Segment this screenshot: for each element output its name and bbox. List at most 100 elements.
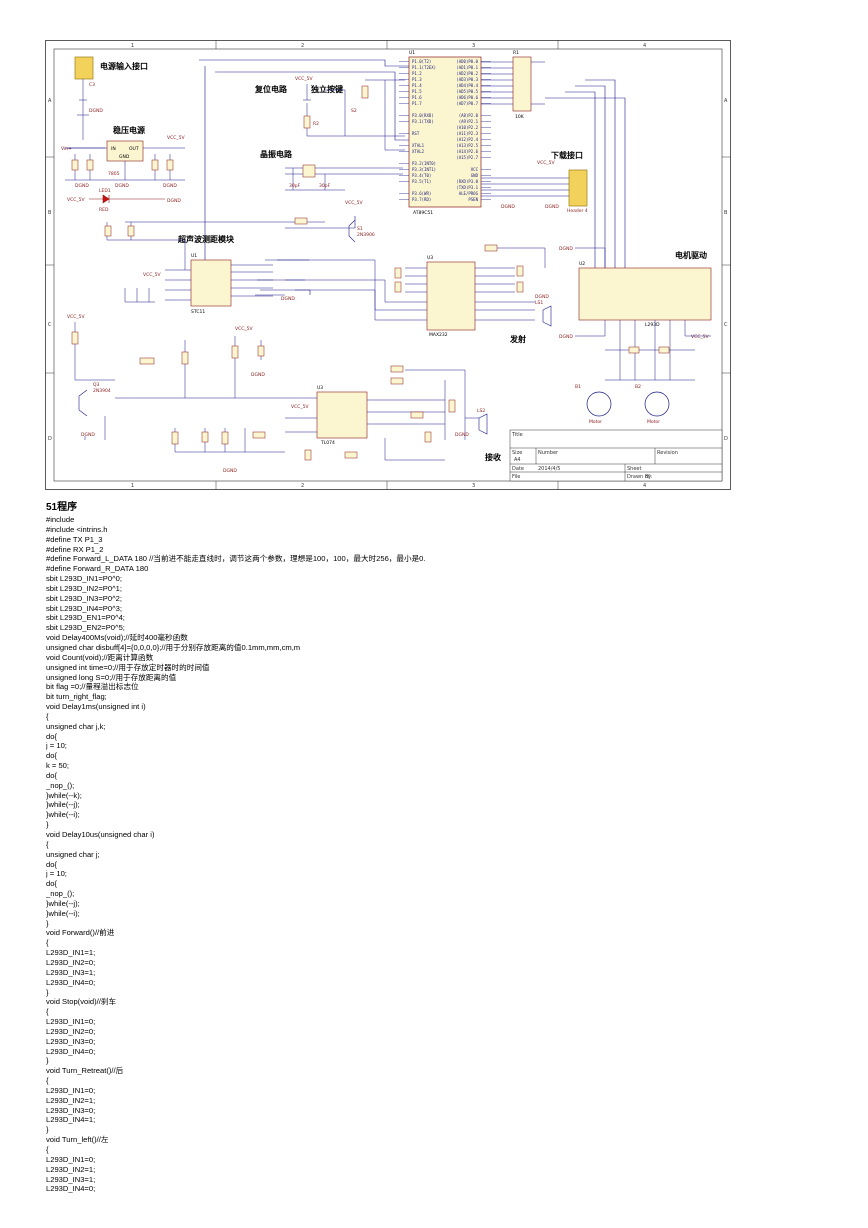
code-line: #define Forward_R_DATA 180 [46,564,149,574]
grid-row-d: D [48,436,52,442]
l293d-name: L293D [645,322,660,328]
code-line: void Delay400Ms(void);//延时400毫秒函数 [46,633,188,643]
code-line: } [46,1125,49,1135]
download-header [568,169,588,207]
code-line: bit flag =0;//量程溢出标志位 [46,682,139,692]
label-l293d-vcc: VCC_5V [691,334,709,340]
grid-row-a: A [48,98,52,104]
code-line: bit turn_right_flag; [46,692,107,702]
label-l293d-gnd1: DGND [559,246,573,252]
code-line: L293D_IN1=0; [46,1154,96,1164]
mcu-chip [408,56,482,208]
label-s1-name: 2N3906 [357,232,375,238]
code-line: do{ [46,879,57,889]
resistor-pack [512,56,532,112]
label-rx-gnd1: DGND [81,432,95,438]
speaker-ls1-symbol [542,305,552,327]
title-reset: 复位电路 [254,84,288,94]
mcu-pin-label: P1.5 [412,89,422,94]
code-line: } [46,918,49,928]
label-s1-ref: S1 [357,226,363,232]
grid-row-a-right: A [724,98,728,104]
max232-chip [426,261,476,331]
mcu-pin-label: RST [412,131,420,136]
mcu-pin-label: P1.7 [412,101,422,106]
code-line: L293D_IN4=0; [46,977,96,987]
label-l293d-gnd2: DGND [559,334,573,340]
transistor-s1-symbol [348,219,356,243]
mcu-pin-label: P3.3(INT1) [412,167,436,172]
mcu-pin-label: ALE/PROG [459,191,479,196]
stc11-chip [190,259,232,307]
code-line: L293D_IN2=1; [46,1164,96,1174]
tb-revision-label: Revision [657,450,678,456]
mcu-pin-label: XTAL1 [412,143,425,148]
tb-date-label: Date [512,466,524,472]
transistor-q3-symbol [78,389,88,417]
label-led-vcc: VCC_5V [67,197,85,203]
max232-wires [277,247,546,321]
label-rx-gnd3: DGND [251,372,265,378]
label-rx-gnd2: DGND [223,468,237,474]
title-download: 下载接口 [551,150,583,160]
regulator-pin-in: IN [111,146,116,152]
code-line: }while(--k); [46,790,82,800]
code-line: }while(--i); [46,810,80,820]
label-b1-ref: B1 [575,384,581,390]
tb-size-label: Size [512,450,522,456]
header-wires [481,177,569,197]
header-name: Header 4 [567,208,588,214]
code-line: L293D_IN3=0; [46,1036,96,1046]
regulator-caps [71,159,174,171]
mcu-pin-label: GND [471,173,479,178]
grid-col-2: 2 [301,43,304,49]
mcu-pin-label: (AD5)P0.5 [456,89,478,94]
schematic-drawing: 1 2 3 4 1 2 3 4 A B C D A B C D 电源输入接口 C… [45,40,731,490]
code-line: void Count(void);//距离计算函数 [46,652,154,662]
code-line: void Forward()//前进 [46,928,115,938]
mcu-pin-label: (A12)P2.4 [456,137,478,142]
tb-drawn-label: Drawn By: [627,474,653,480]
mcu-pin-label: (AD7)P0.7 [456,101,478,106]
program-listing: 51程序 #include#include <intrins.h#define … [46,498,826,1194]
code-line: unsigned char disbuff[4]={0,0,0,0};//用于分… [46,642,301,652]
code-line: void Stop(void)//刹车 [46,997,117,1007]
code-line: k = 50; [46,761,70,771]
tb-size-value: A4 [514,457,521,463]
code-line: void Delay1ms(unsigned int i) [46,702,146,712]
label-reg-gnd-2: DGND [115,183,129,189]
code-lines: #include#include <intrins.h#define TX P1… [46,515,826,1194]
mcu-pin-label: (RXD)P3.0 [456,179,478,184]
code-line: unsigned char j,k; [46,721,106,731]
tb-number-label: Number [538,450,559,456]
label-b2-name: Motor [647,419,660,425]
code-line: L293D_IN1=1; [46,948,96,958]
code-line: do{ [46,859,57,869]
mcu-pin-label: XTAL2 [412,149,425,154]
code-line: unsigned long S=0;//用于存放距离的值 [46,672,177,682]
label-reg-vcc: VCC_5V [167,135,185,141]
title-transmit: 发射 [509,334,526,344]
mcu-pin-label: (AD2)P0.2 [456,71,478,76]
grid-row-b: B [48,210,52,216]
title-regulator: 稳压电源 [113,125,145,135]
circuit-schematic: 1 2 3 4 1 2 3 4 A B C D A B C D 电源输入接口 C… [45,40,731,490]
mcu-pin-label: P3.5(T1) [412,179,431,184]
tb-sheet-label: Sheet [627,466,641,472]
mcu-pin-label: (AD6)P0.6 [456,95,478,100]
code-line: L293D_IN1=0; [46,1085,96,1095]
mcu-pin-label: P3.1(TXD) [412,119,434,124]
label-b1-name: Motor [589,419,602,425]
reset-resistor [303,115,311,129]
grid-row-c: C [48,322,52,328]
code-line: }while(--j); [46,800,80,810]
stc11-name: STC11 [191,309,205,315]
mcu-pin-label: (A13)P2.5 [456,143,478,148]
code-line: L293D_IN4=1; [46,1115,96,1125]
code-line: sbit L293D_EN1=P0^4; [46,613,125,623]
mcu-pin-label: (AD0)P0.0 [456,59,478,64]
code-line: L293D_IN2=1; [46,1095,96,1105]
stc11-ref: U1 [191,253,197,259]
button-resistor [361,85,369,99]
label-pwr-cap: C3 [89,82,95,88]
